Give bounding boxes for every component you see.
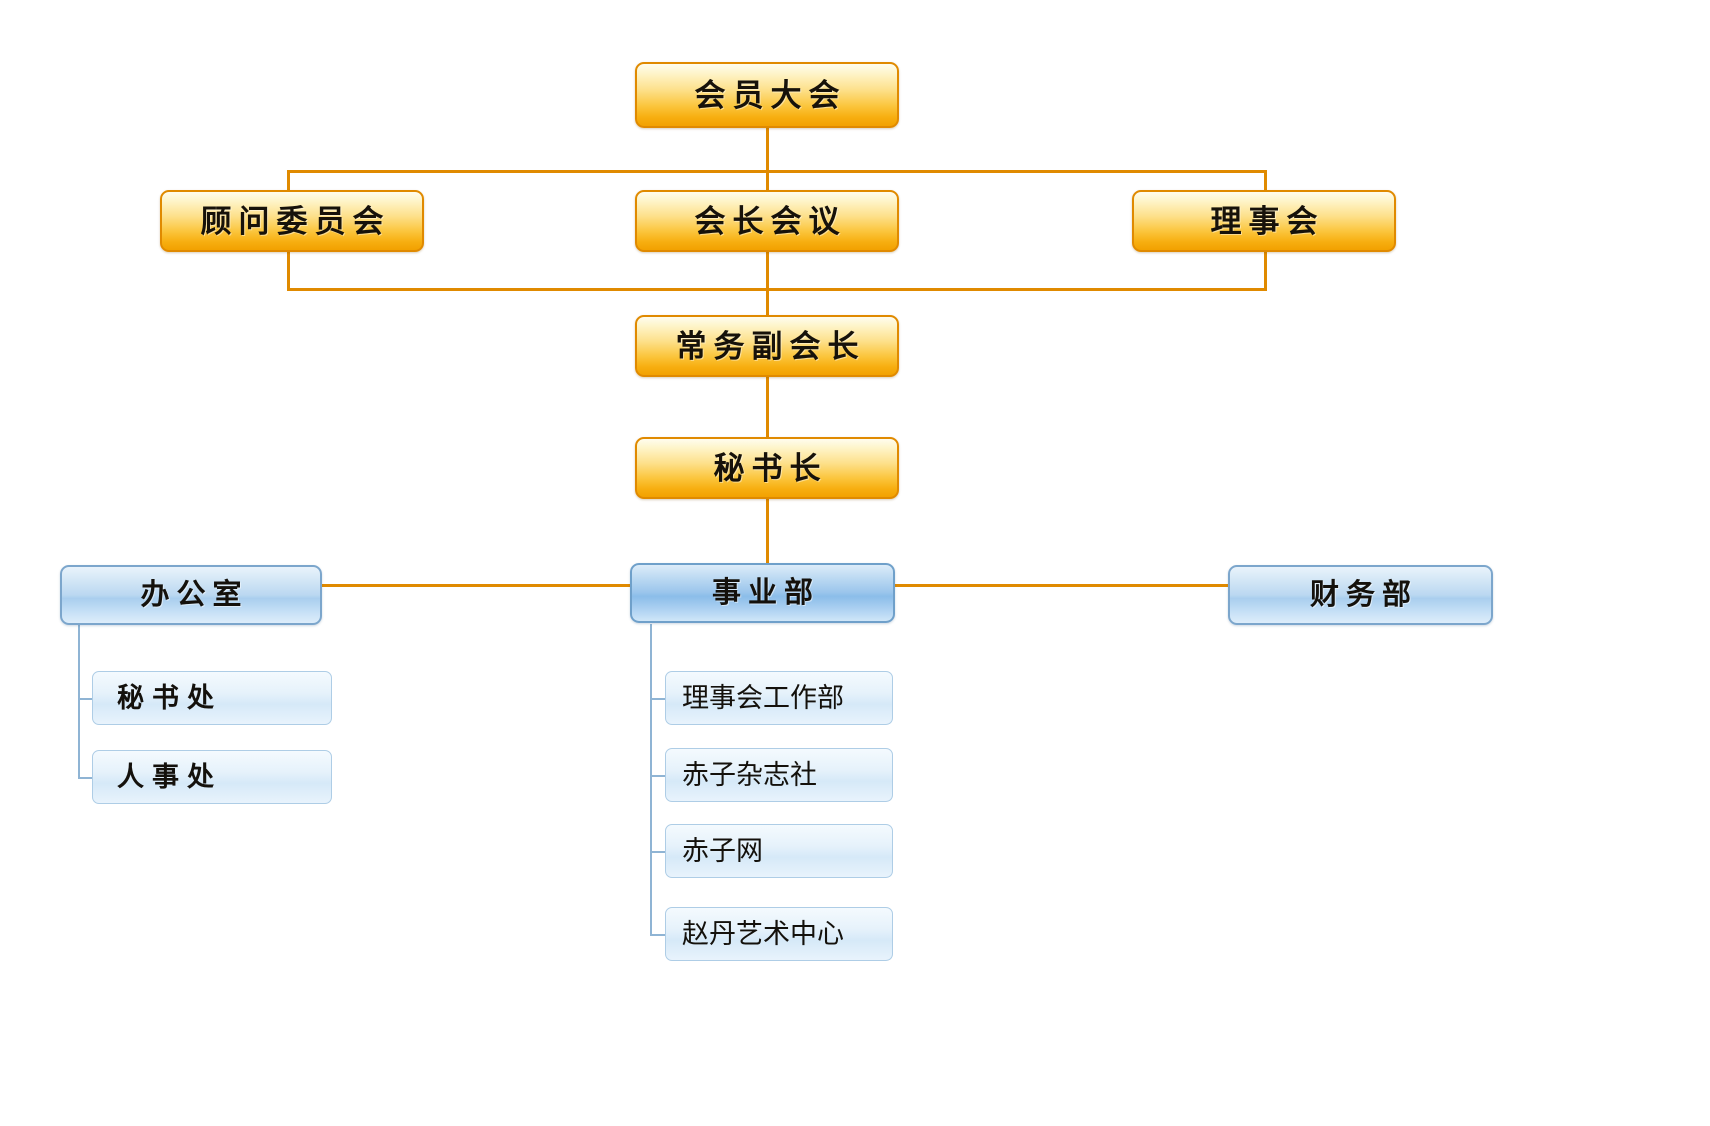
node-advisory-committee-label: 顾问委员会	[200, 203, 391, 239]
node-business-department[interactable]: 事业部	[630, 563, 895, 623]
edge-to-president	[766, 170, 769, 192]
node-assembly[interactable]: 会员大会	[635, 62, 899, 128]
edge-business-stub-4	[650, 934, 666, 936]
edge-to-council	[1264, 170, 1267, 192]
edge-office-spine	[78, 624, 80, 779]
node-secretary-general[interactable]: 秘书长	[635, 437, 899, 499]
node-office[interactable]: 办公室	[60, 565, 322, 625]
node-president-meeting[interactable]: 会长会议	[635, 190, 899, 252]
edge-to-advisory	[287, 170, 290, 192]
edge-business-stub-2	[650, 775, 666, 777]
node-advisory-committee[interactable]: 顾问委员会	[160, 190, 424, 252]
node-personnel-office-label: 人事处	[117, 761, 222, 792]
edge-business-stub-3	[650, 851, 666, 853]
edge-execvp-down	[766, 377, 769, 439]
node-secretariat-label: 秘书处	[117, 682, 222, 713]
node-president-meeting-label: 会长会议	[694, 203, 847, 239]
edge-row2-bus	[287, 170, 1267, 173]
edge-office-stub-2	[78, 777, 94, 779]
node-council-label: 理事会	[1210, 203, 1325, 239]
node-chizi-web[interactable]: 赤子网	[665, 824, 893, 878]
node-zhaodan-art-center-label: 赵丹艺术中心	[682, 918, 844, 950]
edge-business-spine	[650, 624, 652, 935]
node-zhaodan-art-center[interactable]: 赵丹艺术中心	[665, 907, 893, 961]
node-office-label: 办公室	[140, 578, 249, 611]
node-secretariat[interactable]: 秘书处	[92, 671, 332, 725]
node-council[interactable]: 理事会	[1132, 190, 1396, 252]
node-finance-department-label: 财务部	[1309, 578, 1418, 611]
edge-row3-bus	[287, 288, 1267, 291]
node-council-work-department[interactable]: 理事会工作部	[665, 671, 893, 725]
node-council-work-department-label: 理事会工作部	[682, 682, 844, 714]
edge-advisory-down	[287, 251, 290, 290]
edge-business-stub-1	[650, 698, 666, 700]
node-executive-vice-president[interactable]: 常务副会长	[635, 315, 899, 377]
node-personnel-office[interactable]: 人事处	[92, 750, 332, 804]
edge-secgen-down	[766, 498, 769, 586]
node-chizi-web-label: 赤子网	[682, 835, 763, 867]
node-finance-department[interactable]: 财务部	[1228, 565, 1493, 625]
node-assembly-label: 会员大会	[694, 77, 847, 113]
node-secretary-general-label: 秘书长	[713, 450, 828, 486]
node-chizi-magazine-label: 赤子杂志社	[682, 759, 817, 791]
edge-assembly-down	[766, 128, 769, 172]
edge-president-down	[766, 251, 769, 316]
node-chizi-magazine[interactable]: 赤子杂志社	[665, 748, 893, 802]
node-executive-vice-president-label: 常务副会长	[675, 328, 866, 364]
node-business-department-label: 事业部	[711, 576, 820, 609]
edge-council-down	[1264, 251, 1267, 290]
edge-office-stub-1	[78, 698, 94, 700]
